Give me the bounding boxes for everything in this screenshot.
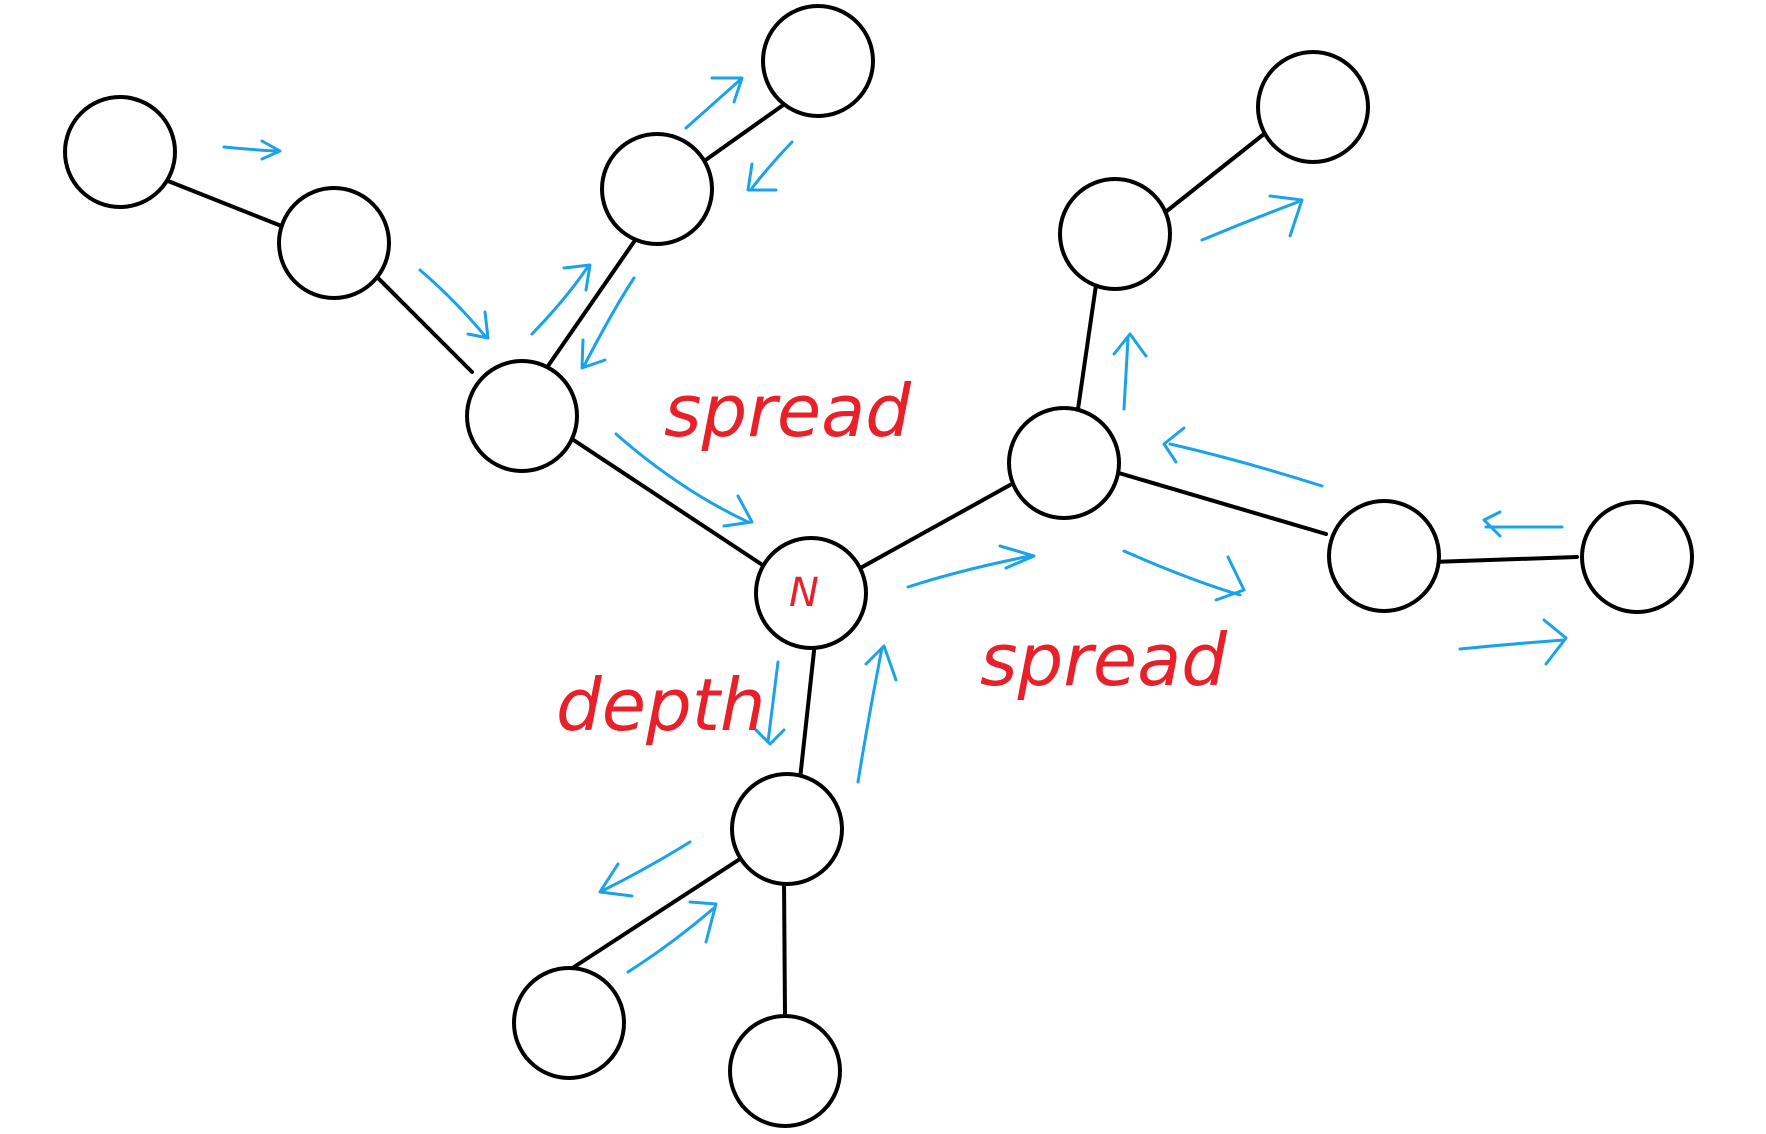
edge — [1430, 555, 1579, 564]
arrow-icon — [598, 840, 692, 898]
graph-node — [1058, 177, 1172, 291]
graph-node — [512, 966, 626, 1080]
annotations: spread spread depth N — [556, 369, 1228, 747]
arrow-icon — [1122, 549, 1246, 602]
arrow-icon — [750, 660, 786, 746]
arrow-icon — [418, 268, 490, 340]
edge — [1110, 469, 1328, 536]
graph-node — [728, 1014, 842, 1128]
arrow-icon — [684, 76, 744, 130]
arrow-icon — [222, 139, 282, 161]
arrow-icon — [1162, 426, 1324, 488]
spread-annotation: spread — [664, 369, 912, 453]
edge — [853, 483, 1012, 573]
arrow-icon — [1200, 194, 1304, 242]
edge — [567, 435, 763, 566]
arrow-icon — [906, 544, 1036, 589]
arrow-icon — [580, 276, 636, 370]
edge — [546, 234, 640, 368]
edge — [572, 855, 745, 969]
arrow-icon — [746, 140, 794, 192]
depth-annotation: depth — [556, 663, 766, 747]
arrow-icon — [626, 900, 718, 974]
graph-node — [63, 95, 177, 209]
graph-node — [1327, 499, 1441, 613]
edge — [1076, 283, 1098, 411]
edge — [1156, 132, 1266, 220]
edges — [166, 101, 1579, 1017]
graph-node — [761, 4, 875, 118]
arrow-icon — [1458, 618, 1568, 666]
edge — [782, 879, 787, 1017]
arrow-icon — [530, 263, 592, 336]
nodes — [63, 4, 1694, 1128]
graph-node — [730, 772, 844, 886]
center-node-label: N — [789, 570, 819, 616]
edge — [698, 101, 788, 166]
arrow-icon — [1112, 332, 1148, 411]
graph-node — [1256, 50, 1370, 164]
graph-node — [1007, 406, 1121, 520]
graph-node — [1580, 500, 1694, 614]
arrow-icon — [856, 644, 898, 784]
edge — [798, 640, 817, 781]
center-node — [754, 536, 868, 650]
graph-node — [277, 186, 391, 300]
graph-node — [465, 359, 579, 473]
traversal-arrows — [222, 76, 1568, 974]
spread-annotation: spread — [980, 618, 1228, 702]
arrow-icon — [614, 432, 754, 528]
edge — [371, 271, 474, 374]
edge — [166, 179, 286, 229]
arrow-icon — [1482, 510, 1564, 538]
graph-node — [600, 132, 714, 246]
